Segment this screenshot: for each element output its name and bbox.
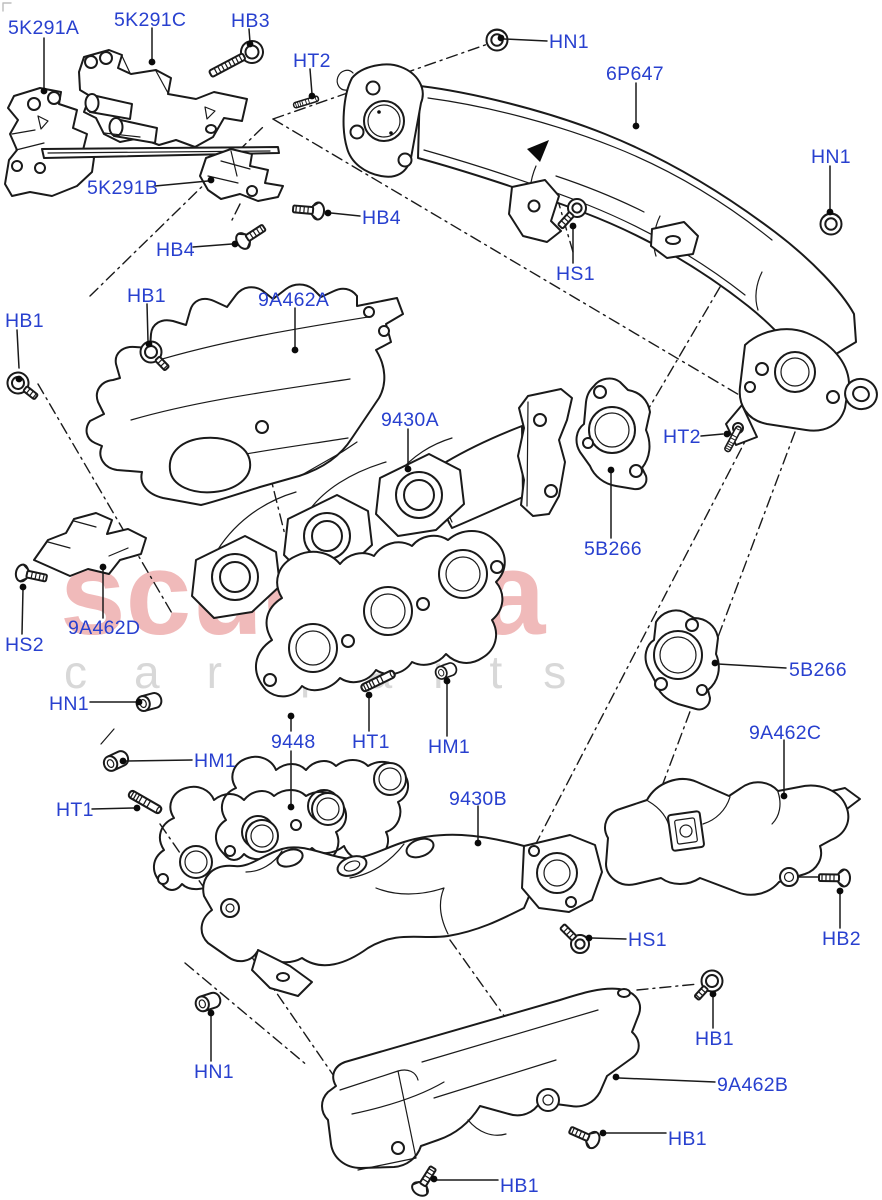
part-label-ht2-top[interactable]: HT2 (293, 50, 331, 72)
part-label-5b266-lower[interactable]: 5B266 (789, 659, 847, 681)
part-label-5b266-upper[interactable]: 5B266 (584, 538, 642, 560)
part-label-9a462c[interactable]: 9A462C (749, 722, 822, 744)
part-label-hb3[interactable]: HB3 (231, 10, 270, 32)
bolt-hs2 (13, 562, 50, 588)
leader-lines (15, 27, 844, 1183)
nut-hn1-bottom (192, 990, 224, 1014)
part-label-9a462b[interactable]: 9A462B (717, 1074, 789, 1096)
part-label-hn1-top[interactable]: HN1 (549, 31, 589, 53)
manifold-gasket-9448-upper (254, 530, 506, 698)
gasket-5b266-upper (575, 377, 651, 491)
part-label-hn1-right[interactable]: HN1 (811, 146, 851, 168)
part-label-hb2[interactable]: HB2 (822, 928, 861, 950)
bolt-hb1-southeast (687, 965, 728, 1007)
part-label-5k291a[interactable]: 5K291A (8, 17, 80, 39)
heat-shield-9a462b (321, 987, 641, 1171)
part-label-hb4-right[interactable]: HB4 (362, 207, 401, 229)
part-label-9448[interactable]: 9448 (271, 731, 316, 753)
part-label-hm1-right[interactable]: HM1 (428, 736, 471, 758)
part-label-5k291c[interactable]: 5K291C (114, 9, 187, 31)
exhaust-seal-ring (844, 377, 878, 411)
part-label-9430a[interactable]: 9430A (381, 409, 439, 431)
bracket-5k291a (4, 87, 280, 197)
heat-shield-9a462c (604, 778, 861, 896)
stud-ht2-top (292, 94, 321, 110)
watermark-tagline-left: car (64, 646, 269, 698)
part-label-hb1-top[interactable]: HB1 (127, 285, 166, 307)
part-label-hb1-south[interactable]: HB1 (668, 1128, 707, 1150)
fasteners (2, 28, 852, 1200)
part-label-9a462a[interactable]: 9A462A (258, 289, 330, 311)
exhaust-manifold-9430b (200, 833, 603, 997)
exhaust-manifold-9430a (191, 388, 573, 619)
part-label-hb4-left[interactable]: HB4 (156, 239, 195, 261)
heat-shield-9a462a (85, 283, 404, 506)
nut-hn1-right (819, 212, 843, 236)
part-label-hs1-bottom[interactable]: HS1 (628, 929, 667, 951)
part-label-5k291b[interactable]: 5K291B (87, 177, 159, 199)
bracket-5k291b (199, 148, 284, 202)
part-label-hb1-left[interactable]: HB1 (5, 310, 44, 332)
bolt-hb1-left (2, 367, 44, 407)
stud-ht1-left (126, 788, 164, 816)
part-label-9430b[interactable]: 9430B (449, 788, 507, 810)
part-label-hn1-mid[interactable]: HN1 (49, 693, 89, 715)
bolt-hb1-south (565, 1121, 603, 1152)
part-label-6p647[interactable]: 6P647 (606, 63, 664, 85)
bracket-5k291c (78, 49, 248, 148)
frame-corner-mark (2, 2, 12, 12)
part-label-hb1-southeast[interactable]: HB1 (695, 1028, 734, 1050)
part-label-hn1-bottom[interactable]: HN1 (194, 1061, 234, 1083)
part-label-hs2[interactable]: HS2 (5, 634, 44, 656)
bolt-hb2 (817, 868, 852, 888)
bolt-hb3 (208, 40, 264, 78)
nut-hn1-top (485, 28, 509, 52)
part-label-hs1-top[interactable]: HS1 (556, 263, 595, 285)
bolt-hb4-right (291, 199, 326, 221)
part-label-hm1-left[interactable]: HM1 (194, 750, 237, 772)
part-label-ht1-left[interactable]: HT1 (56, 799, 94, 821)
part-label-ht1-right[interactable]: HT1 (352, 731, 390, 753)
gasket-5b266-lower (644, 609, 720, 711)
manifold-gasket-9448-lower-pair (152, 755, 410, 892)
part-label-9a462d[interactable]: 9A462D (68, 617, 141, 639)
heat-shield-9a462d (33, 512, 147, 577)
direction-arrow (527, 140, 549, 162)
part-label-hb1-southwest[interactable]: HB1 (500, 1175, 539, 1197)
part-label-ht2-mid[interactable]: HT2 (663, 426, 701, 448)
front-pipe-6p647 (336, 63, 878, 446)
bolt-hb4-left (232, 219, 270, 253)
